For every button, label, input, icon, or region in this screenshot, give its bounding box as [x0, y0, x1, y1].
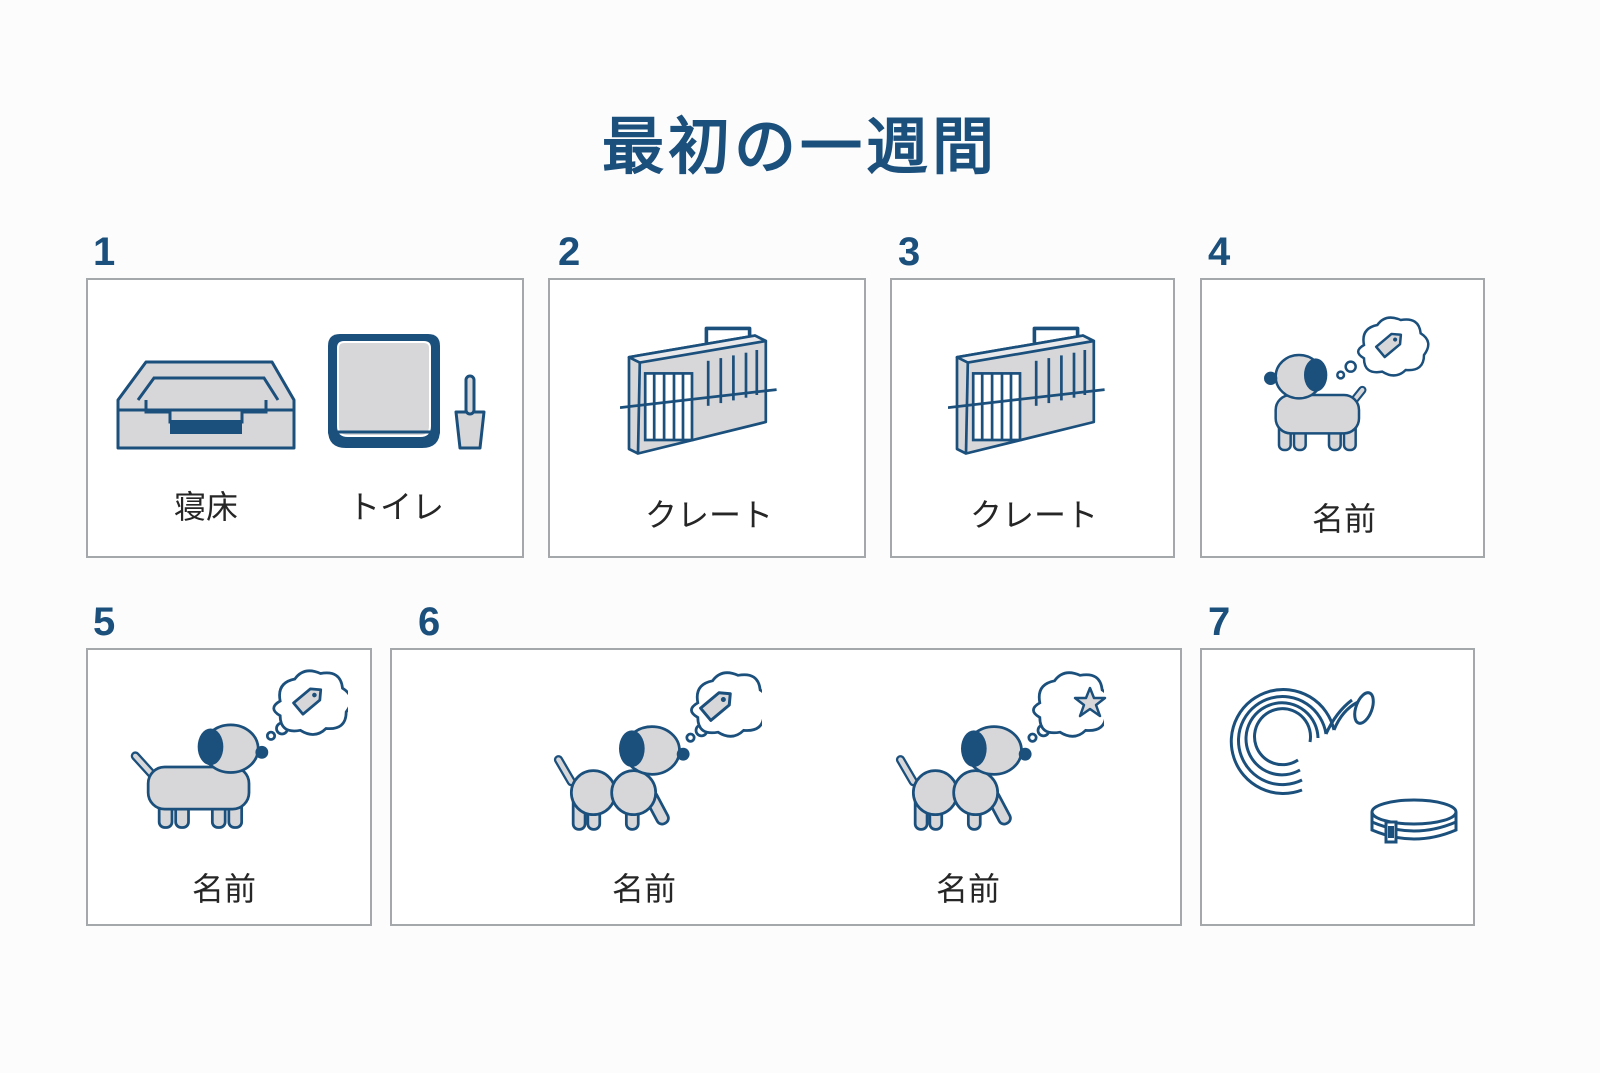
item-label-name: 名前 [611, 870, 676, 908]
step-panel-2: クレート [548, 278, 866, 558]
step-number-7: 7 [1208, 600, 1231, 644]
step-panel-7 [1200, 648, 1475, 926]
item-label-toilet: トイレ [347, 488, 444, 526]
step-number-1: 1 [93, 230, 116, 274]
leash-and-collar-icon [1229, 687, 1458, 844]
step-number-3: 3 [898, 230, 921, 274]
step-panel-3: クレート [890, 278, 1175, 558]
item-label-name: 名前 [1311, 500, 1376, 538]
dog-walking-star-icon [392, 650, 1107, 928]
item-label-crate: クレート [644, 496, 773, 534]
step-panel-1: 寝床 トイレ [86, 278, 524, 558]
step-panel-4: 名前 [1200, 278, 1485, 558]
step-number-5: 5 [93, 600, 116, 644]
dog-walking-tag-icon [392, 650, 1184, 928]
step-number-4: 4 [1208, 230, 1231, 274]
item-label-name: 名前 [191, 870, 256, 908]
step-number-6: 6 [418, 600, 441, 644]
step-number-2: 2 [558, 230, 581, 274]
step-panel-6: 名前 名前 [390, 648, 1182, 926]
item-label-crate: クレート [969, 496, 1098, 534]
step-panel-5: 名前 [86, 648, 372, 926]
item-label-name: 名前 [935, 870, 1000, 908]
page-title: 最初の一週間 [601, 110, 998, 183]
dog-bed-icon [116, 360, 296, 450]
litter-tray-icon [328, 334, 486, 450]
item-label-bed: 寝床 [173, 488, 238, 526]
